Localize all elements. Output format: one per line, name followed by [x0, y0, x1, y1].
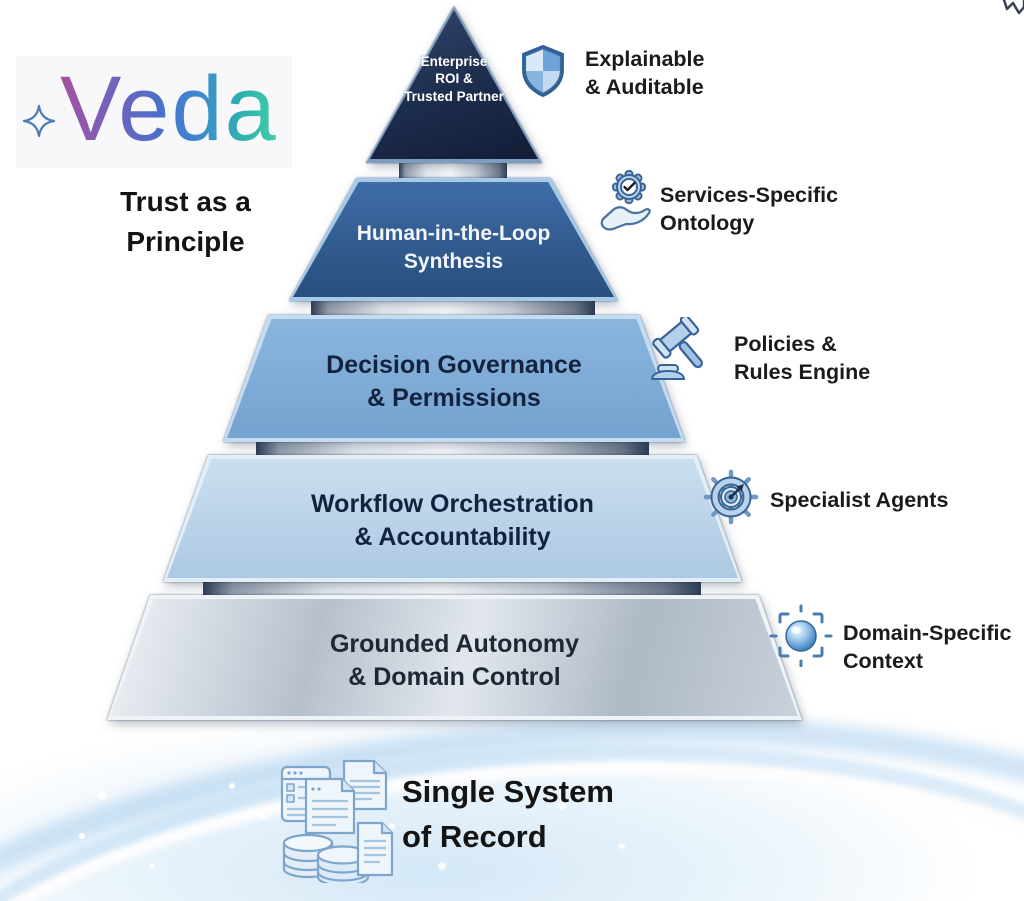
level-label-line: & Accountability — [354, 522, 551, 551]
level-label-line: Synthesis — [403, 249, 504, 273]
tagline-line: Trust as a — [120, 186, 251, 217]
pyramid-level-human-in-the-loop: Human-in-the-Loop Synthesis — [289, 178, 618, 301]
focus-sphere-icon — [769, 603, 833, 672]
annotation-line: & Auditable — [585, 75, 704, 100]
annotation-domain-context: Domain-Specific Context — [843, 619, 1011, 676]
annotation-policies-rules: Policies & Rules Engine — [734, 330, 870, 387]
level-face — [227, 319, 681, 438]
level-label-line: Decision Governance — [326, 350, 582, 379]
foundation-line: of Record — [402, 818, 547, 854]
level-label: Human-in-the-Loop Synthesis — [289, 178, 618, 301]
annotation-line: Policies & — [734, 332, 837, 356]
level-label-line: Grounded Autonomy — [329, 629, 580, 658]
level-label: Decision Governance & Permissions — [223, 315, 685, 442]
annotation-line: Services-Specific — [660, 183, 839, 207]
level-label-line: Enterprise — [420, 53, 488, 69]
annotation-explainable-auditable: Explainable & Auditable — [585, 45, 705, 102]
level-face — [167, 459, 738, 578]
cursor-artifact-icon — [995, 0, 1024, 44]
hand-gear-icon — [595, 169, 655, 236]
level-label: Grounded Autonomy & Domain Control — [107, 595, 802, 720]
brand-tagline: Trust as a Principle — [83, 182, 288, 262]
level-label-line: & Permissions — [367, 383, 541, 412]
level-label: Workflow Orchestration & Accountability — [163, 455, 742, 582]
annotation-line: Ontology — [660, 211, 755, 236]
veda-wordmark: Veda — [60, 56, 278, 168]
annotation-line: Explainable — [585, 47, 705, 71]
ship-wheel-icon — [701, 466, 761, 533]
documents-databases-icon — [276, 757, 394, 888]
pyramid-level-enterprise-roi: Enterprise ROI & Trusted Partner — [366, 6, 542, 163]
pyramid-level-workflow-orchestration: Workflow Orchestration & Accountability — [163, 455, 742, 582]
level-label-line: & Domain Control — [348, 662, 561, 691]
swoosh-wave-decoration — [0, 714, 1024, 901]
gavel-icon — [648, 314, 718, 392]
level-label-line: Workflow Orchestration — [311, 489, 594, 518]
veda-logo: Veda — [16, 56, 292, 168]
pyramid-level-grounded-autonomy: Grounded Autonomy & Domain Control — [107, 595, 802, 720]
level-label-line: Human-in-the-Loop — [356, 222, 551, 246]
annotation-line: Specialist Agents — [770, 488, 949, 512]
swoosh-fill — [0, 714, 1024, 901]
level-label-line: ROI & — [435, 71, 473, 87]
annotation-line: Domain-Specific — [843, 621, 1012, 645]
shield-icon — [520, 43, 566, 104]
swoosh-sparkle-dots — [60, 764, 64, 768]
annotation-services-ontology: Services-Specific Ontology — [660, 181, 838, 238]
level-label-line: Trusted Partner — [404, 88, 504, 104]
annotation-specialist-agents: Specialist Agents — [770, 486, 948, 514]
annotation-line: Context — [843, 649, 924, 674]
sparkle-icon — [22, 104, 56, 138]
level-label: Enterprise ROI & Trusted Partner — [366, 6, 542, 163]
foundation-line: Single System — [402, 774, 614, 809]
foundation-label: Single System of Record — [402, 770, 614, 860]
level-face — [111, 599, 798, 716]
tagline-line: Principle — [126, 225, 245, 257]
pyramid-level-decision-governance: Decision Governance & Permissions — [223, 315, 685, 442]
annotation-line: Rules Engine — [734, 360, 871, 385]
